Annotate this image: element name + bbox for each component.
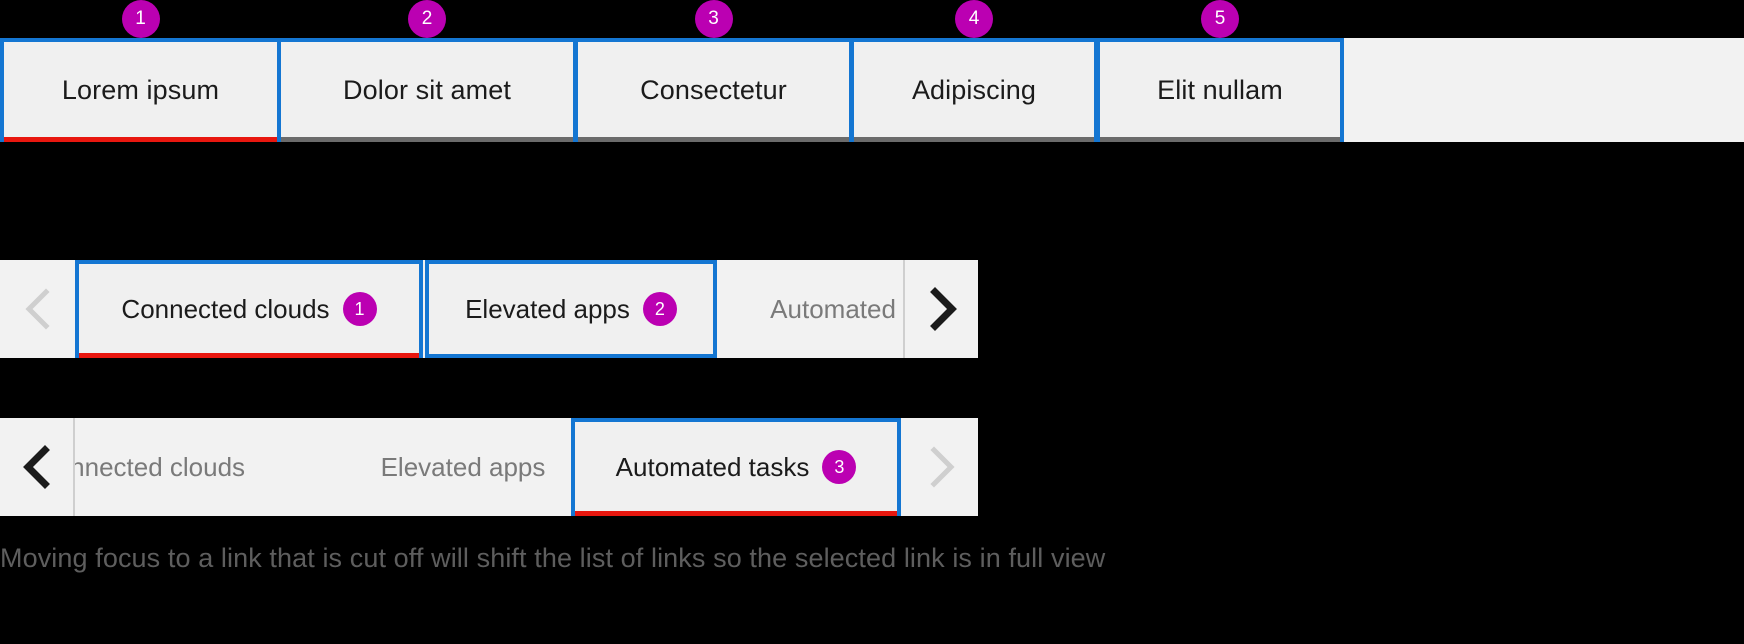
top-tab-marker-3: 3 [694, 0, 733, 38]
scroller-two-next-button[interactable] [903, 418, 978, 516]
scroller-one-link-1[interactable]: Connected clouds 1 [75, 260, 423, 358]
top-tab-label: Elit nullam [1157, 74, 1283, 105]
scroller-one-prev-button[interactable] [0, 260, 75, 358]
scroller-one-link-marker-2: 2 [642, 292, 677, 326]
scroller-one-link-marker-1: 1 [342, 292, 377, 326]
scroller-one-link-label: Connected clouds [121, 293, 330, 324]
top-tab-marker-4: 4 [955, 0, 993, 38]
top-tab-3[interactable]: Consectetur [574, 38, 853, 142]
scroller-two-link-2[interactable]: Elevated apps [317, 418, 609, 516]
top-tab-underline [4, 137, 277, 142]
scroller-one-track: Connected clouds 1 Elevated apps 2 Automated… [75, 260, 903, 358]
top-tab-4[interactable]: Adipiscing [850, 38, 1098, 142]
top-tab-label: Dolor sit amet [343, 74, 511, 105]
scroller-one-link-3[interactable]: Automated tasks [721, 260, 903, 358]
scroller-one-next-button[interactable] [903, 260, 978, 358]
top-tab-marker-1: 1 [121, 0, 160, 38]
top-tab-strip: Lorem ipsum Dolor sit amet Consectetur Adip… [0, 38, 1744, 142]
link-scroller-two: Connected clouds Elevated apps Automated t… [0, 418, 978, 516]
top-tab-label: Consectetur [640, 74, 787, 105]
top-tab-underline [578, 137, 849, 142]
scroller-two-link-1[interactable]: Connected clouds [75, 418, 315, 516]
scroller-one-link-label: Automated tasks [770, 293, 903, 324]
scroller-two-link-marker-3: 3 [822, 450, 857, 484]
top-tab-marker-5: 5 [1201, 0, 1239, 38]
scroller-one-link-label: Elevated apps [465, 293, 630, 324]
scroller-two-link-underline [575, 511, 897, 516]
top-tab-5[interactable]: Elit nullam [1096, 38, 1344, 142]
scroller-two-link-label: Connected clouds [75, 451, 246, 482]
scroller-two-prev-button[interactable] [0, 418, 75, 516]
scroller-two-track: Connected clouds Elevated apps Automated t… [75, 418, 903, 516]
top-tab-underline [281, 137, 573, 142]
caption-text: Moving focus to a link that is cut off w… [0, 543, 1106, 573]
top-tab-1[interactable]: Lorem ipsum [0, 38, 281, 142]
top-tab-underline [1100, 137, 1340, 142]
scroller-one-link-2[interactable]: Elevated apps 2 [425, 260, 717, 358]
top-tab-marker-2: 2 [408, 0, 446, 38]
link-scroller-one: Connected clouds 1 Elevated apps 2 Automated… [0, 260, 978, 358]
scroller-two-link-3[interactable]: Automated tasks 3 [571, 418, 901, 516]
top-tab-label: Lorem ipsum [61, 74, 220, 105]
scroller-two-link-label: Elevated apps [380, 451, 546, 482]
scroller-two-link-label: Automated tasks [615, 451, 810, 482]
top-tab-2[interactable]: Dolor sit amet [277, 38, 577, 142]
top-tab-underline [854, 137, 1094, 142]
scroller-one-link-underline [79, 353, 419, 358]
top-tab-label: Adipiscing [911, 74, 1037, 105]
